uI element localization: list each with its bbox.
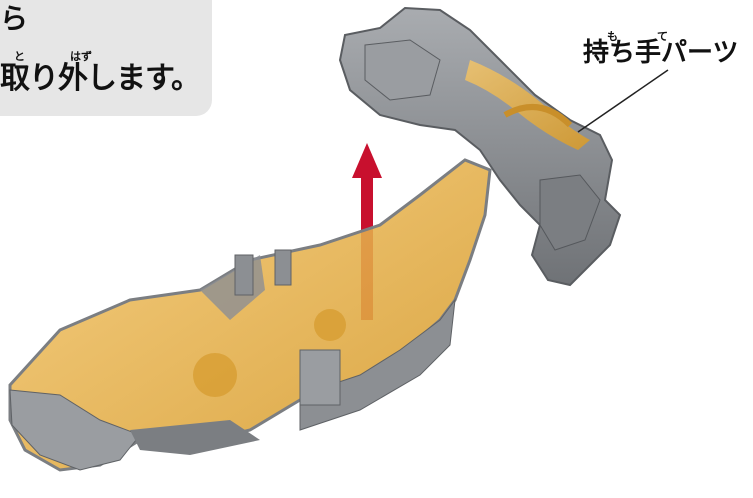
handle-part-label-text: 持ち手パーツ — [583, 38, 739, 68]
ruby-mo: も — [607, 30, 618, 43]
ruby-to: と — [14, 50, 25, 63]
ruby-te: て — [657, 30, 668, 43]
label-leader-line — [577, 69, 669, 133]
instruction-callout: ら と はず 取り外します。 — [0, 0, 212, 116]
instruction-line1: ら — [0, 2, 29, 35]
handle-part — [338, 6, 622, 287]
instruction-line2: 取り外します。 — [0, 61, 201, 96]
main-body-part — [8, 158, 492, 472]
handle-part-label: も て 持ち手パーツ — [583, 30, 739, 68]
ruby-hazu: はず — [70, 50, 92, 63]
